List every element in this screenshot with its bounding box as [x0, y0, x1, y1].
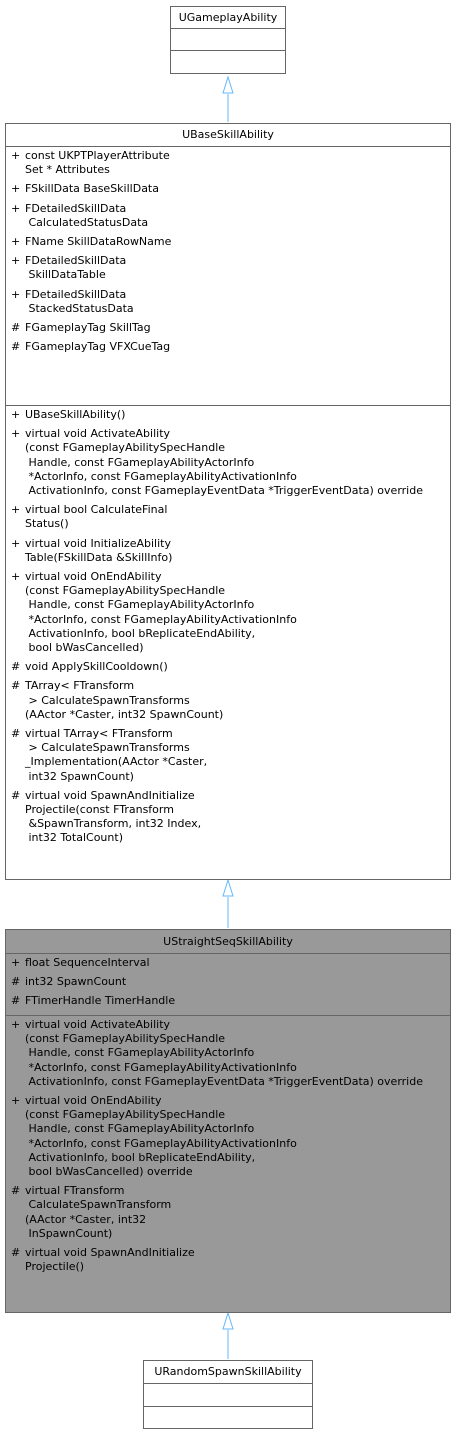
attribute-text: FDetailedSkillData CalculatedStatusData	[25, 201, 149, 229]
visibility-marker: #	[11, 994, 21, 1008]
attribute-row[interactable]: + FName SkillDataRowName	[6, 235, 450, 249]
visibility-marker: #	[11, 975, 21, 989]
methods-section: + UBaseSkillAbility() + virtual void Activa…	[6, 406, 450, 849]
method-row[interactable]: # virtual void SpawnAndInitialize Project…	[6, 789, 450, 846]
method-row[interactable]: # virtual FTransform CalculateSpawnTransf…	[6, 1184, 450, 1241]
visibility-marker: +	[11, 254, 21, 268]
method-text: virtual void SpawnAndInitialize Projecti…	[25, 1246, 195, 1274]
visibility-marker: #	[11, 679, 21, 693]
class-ubaseskillability[interactable]: UBaseSkillAbility + const UKPTPlayerAttri…	[5, 123, 451, 880]
attribute-row[interactable]: + FDetailedSkillData StackedStatusData	[6, 288, 450, 316]
method-text: virtual void OnEndAbility (const FGamepl…	[25, 570, 297, 655]
method-text: virtual FTransform CalculateSpawnTransfo…	[25, 1184, 172, 1240]
method-row[interactable]: + virtual void InitializeAbility Table(FS…	[6, 537, 450, 565]
methods-section: + virtual void ActivateAbility (const FGa…	[6, 1016, 450, 1277]
visibility-marker: #	[11, 660, 21, 674]
visibility-marker: +	[11, 427, 21, 441]
methods-section	[171, 51, 285, 73]
method-text: virtual TArray< FTransform > CalculateSp…	[25, 727, 208, 783]
visibility-marker: +	[11, 536, 21, 550]
attribute-row[interactable]: # FGameplayTag SkillTag	[6, 321, 450, 335]
method-row[interactable]: + virtual void ActivateAbility (const FGa…	[6, 427, 450, 498]
visibility-marker: +	[11, 149, 21, 162]
visibility-marker: #	[11, 321, 21, 335]
visibility-marker: #	[11, 340, 21, 354]
inheritance-arrowhead	[222, 1311, 234, 1330]
attribute-row[interactable]: # int32 SpawnCount	[6, 975, 450, 989]
attributes-section: + const UKPTPlayerAttribute Set * Attribu…	[6, 147, 450, 406]
visibility-marker: +	[11, 408, 21, 421]
attribute-row[interactable]: # FTimerHandle TimerHandle	[6, 994, 450, 1008]
methods-section	[144, 1407, 312, 1428]
attribute-text: FGameplayTag SkillTag	[25, 321, 151, 335]
method-text: virtual void InitializeAbility Table(FSk…	[25, 536, 173, 564]
attribute-text: FDetailedSkillData StackedStatusData	[25, 287, 134, 315]
attribute-row[interactable]: + FDetailedSkillData SkillDataTable	[6, 254, 450, 282]
method-text: virtual void ActivateAbility (const FGam…	[25, 427, 423, 498]
attribute-row[interactable]: + FDetailedSkillData CalculatedStatusData	[6, 202, 450, 230]
class-title[interactable]: URandomSpawnSkillAbility	[144, 1361, 312, 1384]
method-text: virtual void SpawnAndInitialize Projecti…	[25, 788, 202, 845]
class-title[interactable]: UGameplayAbility	[171, 7, 285, 29]
attribute-text: FTimerHandle TimerHandle	[25, 994, 176, 1008]
visibility-marker: #	[11, 1184, 21, 1198]
class-title[interactable]: UStraightSeqSkillAbility	[6, 930, 450, 954]
method-text: virtual bool CalculateFinal Status()	[25, 503, 168, 531]
attributes-section	[171, 29, 285, 51]
attribute-text: FSkillData BaseSkillData	[25, 182, 159, 196]
method-row[interactable]: # TArray< FTransform > CalculateSpawnTran…	[6, 679, 450, 722]
visibility-marker: +	[11, 1018, 21, 1031]
method-row[interactable]: + virtual bool CalculateFinal Status()	[6, 503, 450, 531]
visibility-marker: +	[11, 570, 21, 584]
attribute-row[interactable]: + const UKPTPlayerAttribute Set * Attribu…	[6, 149, 450, 177]
method-row[interactable]: # virtual void SpawnAndInitialize Project…	[6, 1246, 450, 1274]
visibility-marker: #	[11, 788, 21, 802]
class-ugameplayability[interactable]: UGameplayAbility	[170, 6, 286, 74]
method-row[interactable]: + virtual void OnEndAbility (const FGamep…	[6, 1094, 450, 1179]
method-text: virtual void ActivateAbility (const FGam…	[25, 1018, 423, 1088]
class-title[interactable]: UBaseSkillAbility	[6, 124, 450, 147]
method-text: UBaseSkillAbility()	[25, 408, 126, 421]
attributes-section: + float SequenceInterval # int32 SpawnCount…	[6, 954, 450, 1016]
visibility-marker: +	[11, 201, 21, 215]
attribute-row[interactable]: + float SequenceInterval	[6, 956, 450, 970]
attribute-text: const UKPTPlayerAttribute Set * Attribut…	[25, 149, 170, 177]
inheritance-arrowhead	[222, 75, 234, 94]
visibility-marker: +	[11, 182, 21, 196]
method-row[interactable]: # virtual TArray< FTransform > CalculateS…	[6, 727, 450, 784]
class-ustraightseqskillability[interactable]: UStraightSeqSkillAbility + float Sequence…	[5, 929, 451, 1313]
visibility-marker: +	[11, 287, 21, 301]
method-text: void ApplySkillCooldown()	[25, 660, 168, 674]
attribute-text: FName SkillDataRowName	[25, 235, 172, 249]
attribute-text: FDetailedSkillData SkillDataTable	[25, 254, 127, 282]
method-row[interactable]: + UBaseSkillAbility()	[6, 408, 450, 422]
inheritance-arrowhead	[222, 878, 234, 897]
method-text: TArray< FTransform > CalculateSpawnTrans…	[25, 679, 224, 721]
attribute-row[interactable]: + FSkillData BaseSkillData	[6, 182, 450, 196]
attribute-text: int32 SpawnCount	[25, 975, 127, 989]
attribute-text: FGameplayTag VFXCueTag	[25, 340, 171, 354]
visibility-marker: +	[11, 235, 21, 249]
attribute-text: float SequenceInterval	[25, 956, 150, 969]
method-row[interactable]: # void ApplySkillCooldown()	[6, 660, 450, 674]
method-text: virtual void OnEndAbility (const FGamepl…	[25, 1094, 297, 1179]
attributes-section	[144, 1384, 312, 1407]
method-row[interactable]: + virtual void ActivateAbility (const FGa…	[6, 1018, 450, 1089]
visibility-marker: +	[11, 1094, 21, 1108]
visibility-marker: +	[11, 956, 21, 969]
attribute-row[interactable]: # FGameplayTag VFXCueTag	[6, 340, 450, 354]
visibility-marker: +	[11, 503, 21, 517]
visibility-marker: #	[11, 727, 21, 741]
visibility-marker: #	[11, 1246, 21, 1260]
method-row[interactable]: + virtual void OnEndAbility (const FGamep…	[6, 570, 450, 655]
class-urandomspawnskillability[interactable]: URandomSpawnSkillAbility	[143, 1360, 313, 1429]
